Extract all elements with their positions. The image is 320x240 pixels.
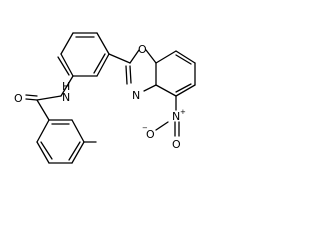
bond xyxy=(36,141,50,164)
atom-symbol: O xyxy=(146,128,155,141)
bond xyxy=(93,53,106,74)
atom-oxazole-oxygen: O xyxy=(138,43,147,56)
bond xyxy=(145,49,157,64)
bond xyxy=(125,65,128,85)
bond xyxy=(155,84,177,97)
atom-symbol: N xyxy=(132,89,140,102)
bond xyxy=(175,50,196,64)
atom-oxazole-nitrogen: N xyxy=(132,89,140,102)
atom-hydrogen: H xyxy=(62,80,70,93)
bond xyxy=(36,119,50,143)
atom-symbol: O xyxy=(172,138,181,151)
molecule-drawing: O N H O N N + O − O xyxy=(14,32,196,164)
bond xyxy=(71,119,85,143)
bonds xyxy=(25,32,196,164)
bond xyxy=(68,141,81,161)
atom-nitro-oxygen-bottom: O xyxy=(172,138,181,151)
atom-charge: + xyxy=(180,108,186,116)
bond xyxy=(96,32,110,55)
bond xyxy=(71,141,85,164)
bond xyxy=(60,75,74,97)
atom-symbol: O xyxy=(138,43,147,56)
bond xyxy=(96,53,110,77)
bond xyxy=(108,53,131,64)
structure-canvas: O N H O N N + O − O xyxy=(14,32,196,164)
bond xyxy=(36,95,62,101)
bond xyxy=(155,121,169,131)
bond xyxy=(57,56,70,76)
bond xyxy=(60,53,74,77)
bond xyxy=(175,83,192,93)
bond xyxy=(155,50,177,64)
bond xyxy=(25,98,38,101)
bond xyxy=(40,141,53,160)
atom-amide-nitrogen: N H xyxy=(62,80,70,104)
atom-amide-oxygen: O xyxy=(14,92,23,105)
bond xyxy=(143,84,157,92)
bond xyxy=(129,49,140,64)
atom-nitro-oxygen-top: O − xyxy=(142,124,155,141)
atom-symbol: N xyxy=(172,110,180,123)
atom-nitro-nitrogen: N + xyxy=(172,108,186,123)
atom-charge: − xyxy=(142,124,148,132)
bond xyxy=(36,99,50,121)
bond xyxy=(175,54,192,65)
bond xyxy=(25,94,38,97)
atom-symbol: N xyxy=(62,91,70,104)
bond xyxy=(129,65,132,84)
bond xyxy=(60,32,74,55)
atom-symbol: O xyxy=(14,92,23,105)
bond xyxy=(175,84,196,97)
